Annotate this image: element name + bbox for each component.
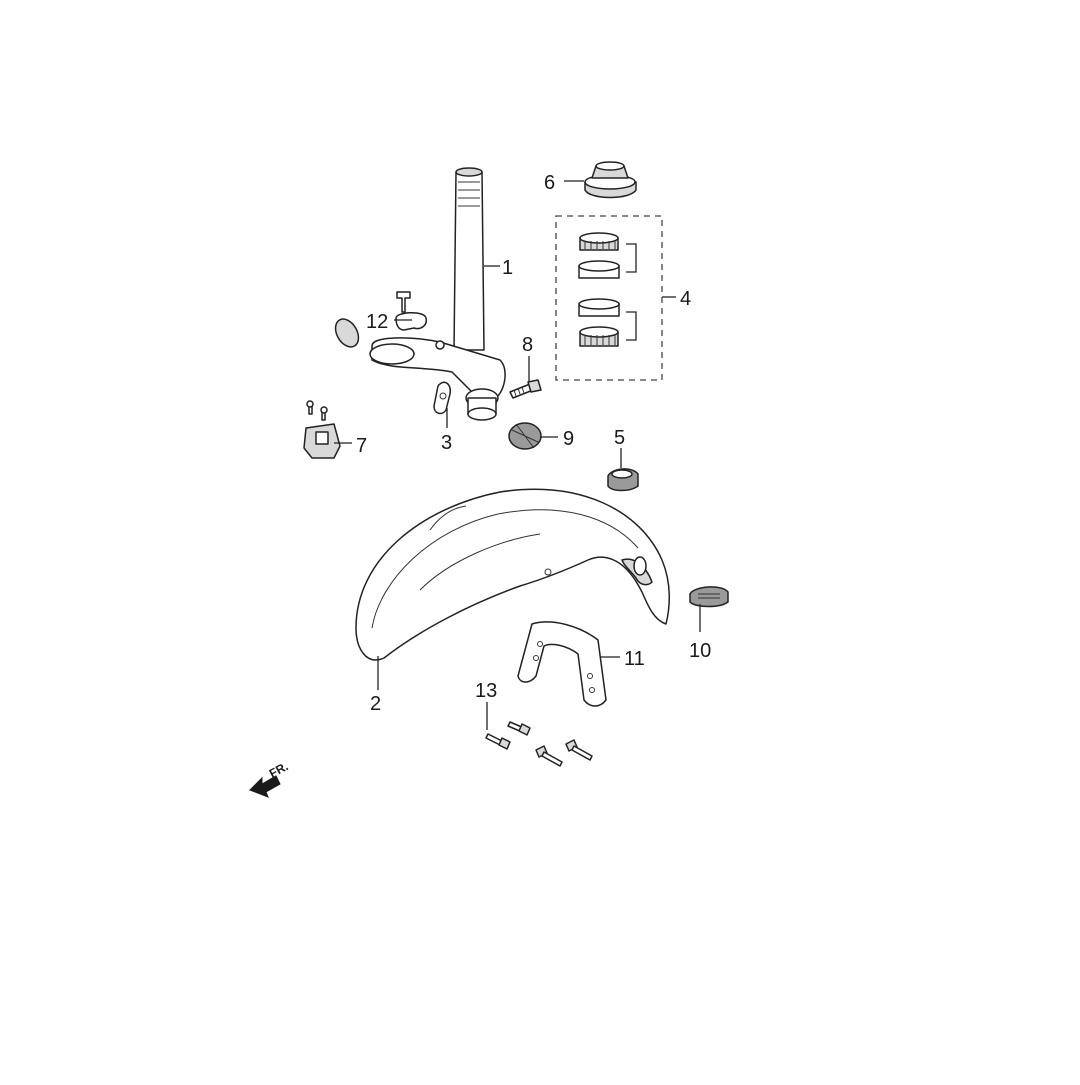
cap-part [508,422,542,450]
callout-1: 1 [502,257,513,279]
callout-3: 3 [441,432,452,454]
callout-13: 13 [475,680,497,702]
bracket-part [433,381,452,415]
bolt-13d [565,739,593,761]
callout-7: 7 [356,435,367,457]
callout-6: 6 [544,172,555,194]
fender-brace-part [517,621,607,707]
callout-8: 8 [522,334,533,356]
front-arrow-icon [249,775,281,798]
leader-lines [334,180,701,730]
bolt-13a [485,733,511,750]
callout-10: 10 [689,640,711,662]
callout-2: 2 [370,693,381,715]
bolt-13b [507,721,531,736]
front-direction-marker: FR. [249,759,291,798]
lower-race [578,298,620,317]
callout-12: 12 [366,311,388,333]
rubber-pad-part [689,586,729,608]
callout-5: 5 [614,427,625,449]
bolt-part [509,379,542,399]
cable-clamp-part [334,291,428,348]
steering-stem-part [369,167,506,421]
bolt-13c [535,745,563,767]
grommet-part [607,468,639,492]
callout-9: 9 [563,428,574,450]
callout-labels: 1 2 3 4 5 6 7 8 9 10 11 12 13 [356,172,711,715]
callout-4: 4 [680,288,691,310]
front-fender-part [355,488,671,661]
lower-bearing [579,326,619,347]
bearing-set-part [555,215,663,381]
clip-part [303,400,341,459]
fender-bolts-part [485,721,593,767]
top-nut-part [584,161,637,199]
upper-race [578,260,620,279]
upper-bearing [579,232,619,251]
front-marker-label: FR. [267,759,291,780]
callout-11: 11 [624,648,645,670]
